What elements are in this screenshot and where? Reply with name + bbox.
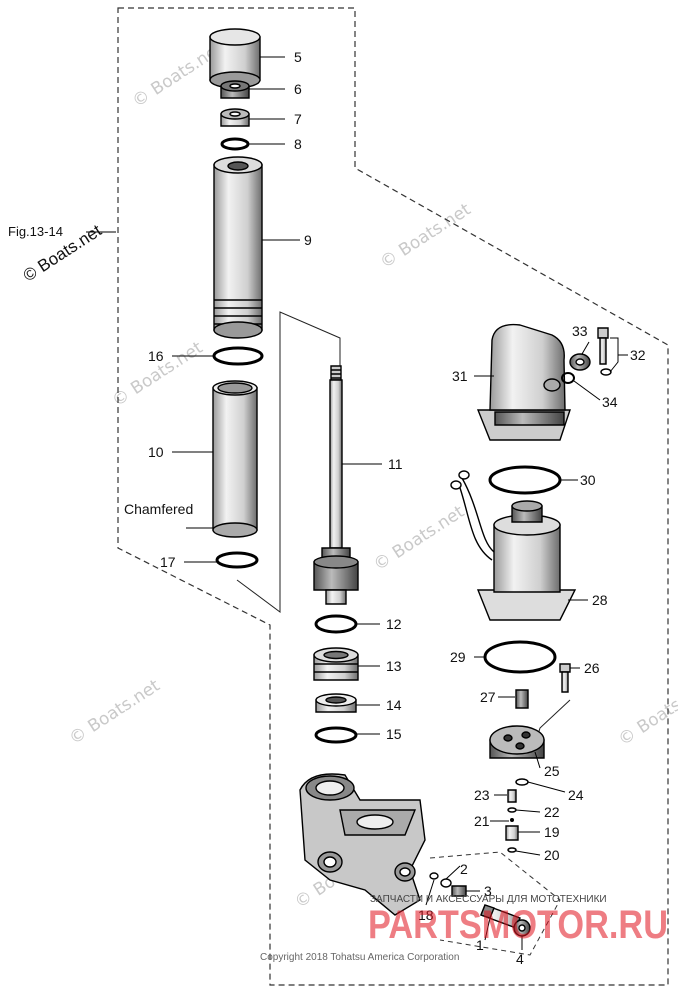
copyright-footer: Copyright 2018 Tohatsu America Corporati… [260, 952, 459, 963]
callout-22: 22 [544, 804, 560, 820]
part-21-ball [510, 818, 514, 822]
part-7-collar [220, 108, 250, 127]
callout-26: 26 [584, 660, 600, 676]
callout-11: 11 [388, 456, 403, 472]
part-11-piston-rod [313, 365, 359, 605]
annotation-chamfered: Chamfered [124, 501, 193, 517]
part-18-o-ring [429, 872, 439, 880]
callout-32: 32 [630, 347, 646, 363]
callout-3: 3 [484, 883, 492, 899]
pump-housing [299, 773, 426, 916]
callout-24: 24 [568, 787, 584, 803]
callout-30: 30 [580, 472, 596, 488]
callout-5: 5 [294, 49, 302, 65]
part-30-o-ring [488, 465, 562, 495]
part-15-o-ring [314, 726, 358, 744]
part-19-valve [505, 825, 519, 841]
part-34-o-ring [561, 372, 575, 384]
part-8-o-ring [220, 137, 250, 151]
callout-4: 4 [516, 951, 524, 967]
part-28-electric-motor [450, 470, 577, 621]
callout-21: 21 [474, 813, 490, 829]
callout-17: 17 [160, 554, 176, 570]
part-29-o-ring [483, 640, 557, 674]
watermark-text: © Boats.net [66, 676, 164, 749]
watermark-text: © Boats.net [370, 502, 468, 575]
part-22-o-ring [507, 807, 517, 813]
callout-2: 2 [460, 861, 468, 877]
callout-20: 20 [544, 847, 560, 863]
part-31-motor-cover [476, 323, 571, 441]
part-6-nut [220, 80, 250, 99]
callout-13: 13 [386, 658, 402, 674]
part-3-valve [451, 885, 467, 897]
part-17-o-ring [215, 551, 259, 569]
callout-16: 16 [148, 348, 164, 364]
callout-28: 28 [592, 592, 608, 608]
part-23-valve [507, 789, 517, 803]
callout-10: 10 [148, 444, 164, 460]
sub-assembly-boundary [429, 851, 561, 956]
part-16-o-ring [212, 346, 264, 366]
callout-19: 19 [544, 824, 560, 840]
part-32-bolt [597, 327, 612, 376]
callout-34: 34 [602, 394, 618, 410]
callout-29: 29 [450, 649, 466, 665]
part-24-o-ring [515, 778, 529, 786]
part-5-cap [209, 28, 261, 89]
part-13-rod-seal [313, 647, 359, 681]
figure-label: Fig.13-14 [8, 224, 63, 239]
part-2-o-ring [440, 878, 452, 888]
callout-15: 15 [386, 726, 402, 742]
part-9-tilt-cylinder [213, 156, 263, 339]
part-10-inner-cylinder [212, 380, 258, 538]
assembly-boundary [117, 7, 669, 986]
brand-logo: PARTSMOTOR.RU [368, 903, 668, 947]
callout-9: 9 [304, 232, 312, 248]
leader-lines [172, 56, 628, 950]
callout-7: 7 [294, 111, 302, 127]
part-25-oil-pump [489, 725, 545, 759]
callout-6: 6 [294, 81, 302, 97]
callout-18: 18 [418, 907, 434, 923]
callout-labels: 5 6 7 8 9 16 10 17 11 12 13 14 15 31 33 … [124, 49, 646, 967]
callout-12: 12 [386, 616, 402, 632]
part-26-screw [559, 663, 571, 693]
callout-1: 1 [476, 937, 484, 953]
part-12-o-ring [314, 614, 358, 634]
part-20-o-ring [507, 847, 517, 853]
callout-27: 27 [480, 689, 496, 705]
watermark-text: © Boats.net [377, 200, 475, 273]
callout-23: 23 [474, 787, 490, 803]
callout-33: 33 [572, 323, 588, 339]
part-27-fitting [515, 689, 529, 709]
callout-14: 14 [386, 697, 402, 713]
part-33-plug [569, 353, 591, 371]
callout-25: 25 [544, 763, 560, 779]
brand-overlay: ЗАПЧАСТИ И АКСЕССУАРЫ ДЛЯ МОТОТЕХНИКИ PA… [368, 894, 668, 947]
brand-subtitle: ЗАПЧАСТИ И АКСЕССУАРЫ ДЛЯ МОТОТЕХНИКИ [370, 894, 607, 905]
callout-31: 31 [452, 368, 468, 384]
callout-8: 8 [294, 136, 302, 152]
part-14-wiper-seal [315, 693, 357, 713]
